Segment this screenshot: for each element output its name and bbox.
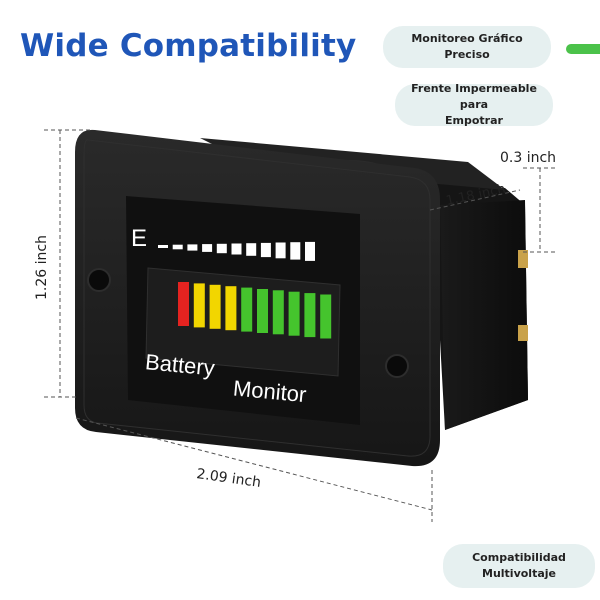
feature-line: Compatibilidad bbox=[472, 551, 566, 564]
feature-pill-waterproof-front: Frente Impermeable para Empotrar bbox=[395, 82, 553, 127]
scale-mark bbox=[231, 243, 242, 255]
led-segment-green bbox=[288, 291, 300, 336]
led-segment-green bbox=[320, 294, 332, 339]
terminal-pin bbox=[518, 250, 528, 268]
device-rear-side bbox=[440, 200, 528, 430]
width-label: 2.09 inch bbox=[195, 466, 262, 491]
scale-mark bbox=[187, 244, 198, 251]
led-segment-yellow bbox=[193, 283, 205, 328]
led-segment-green bbox=[257, 289, 268, 333]
feature-pill-precise-monitoring: Monitoreo Gráfico Preciso bbox=[383, 26, 551, 68]
led-segment-yellow bbox=[209, 284, 221, 329]
feature-line: Multivoltaje bbox=[482, 567, 556, 580]
width-dimension-line bbox=[75, 417, 433, 511]
accent-bar bbox=[566, 44, 600, 54]
mounting-hole bbox=[87, 268, 111, 292]
feature-line: Frente Impermeable para bbox=[411, 82, 537, 111]
scale-mark bbox=[275, 242, 286, 259]
scale-mark bbox=[216, 243, 227, 254]
headline: Wide Compatibility bbox=[20, 28, 357, 64]
mounting-hole bbox=[385, 354, 409, 378]
scale-mark bbox=[158, 245, 168, 248]
scale-mark bbox=[260, 242, 271, 258]
scale-mark bbox=[202, 244, 213, 252]
led-segment-yellow bbox=[225, 286, 237, 331]
led-segment-red bbox=[178, 282, 189, 326]
led-segments bbox=[178, 282, 332, 339]
depth-dimension-line bbox=[429, 189, 521, 211]
terminal-pin bbox=[518, 325, 528, 341]
led-segment-green bbox=[241, 287, 253, 332]
feature-line: Monitoreo Gráfico bbox=[411, 32, 523, 45]
feature-line: Preciso bbox=[444, 48, 490, 61]
scale-mark bbox=[172, 244, 183, 250]
scale-mark bbox=[290, 242, 301, 260]
led-segment-green bbox=[304, 293, 316, 338]
height-label: 1.26 inch bbox=[34, 235, 50, 300]
led-segment-green bbox=[272, 290, 284, 335]
fuel-scale bbox=[158, 241, 315, 261]
thickness-label: 0.3 inch bbox=[500, 150, 556, 166]
feature-line: Empotrar bbox=[445, 114, 503, 127]
scale-mark bbox=[305, 241, 315, 261]
scale-mark bbox=[246, 243, 257, 256]
feature-pill-multivoltage: Compatibilidad Multivoltaje bbox=[443, 544, 595, 588]
empty-label: E bbox=[131, 225, 147, 252]
